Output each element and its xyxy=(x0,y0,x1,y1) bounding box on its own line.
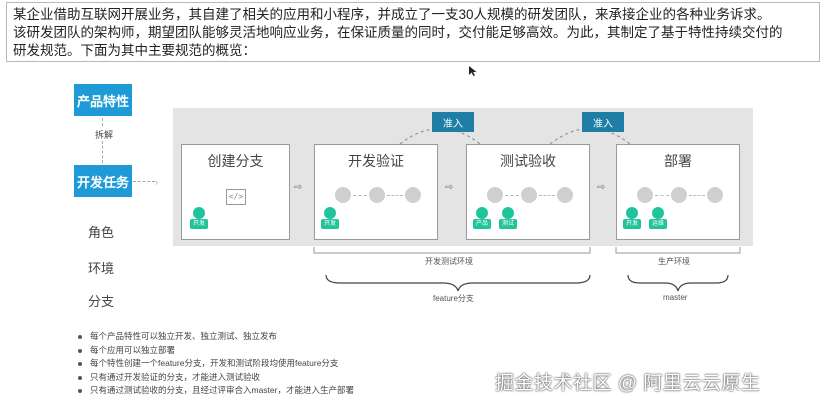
workflow-node xyxy=(671,187,687,203)
role-tag: 开发 xyxy=(623,219,641,229)
list-item: 每个产品特性可以独立开发、独立测试、独立发布 xyxy=(78,330,354,344)
workflow-node xyxy=(487,187,503,203)
workflow-node xyxy=(637,187,653,203)
role-tag: 运维 xyxy=(649,219,667,229)
dev-task-box: 开发任务 xyxy=(74,165,132,197)
row-label-branch: 分支 xyxy=(88,294,115,309)
intro-line: 该研发团队的架构师，期望团队能够灵活地响应业务，在保证质量的同时，交付能足够高效… xyxy=(13,25,783,40)
arrow-right-icon: ⇨ xyxy=(445,182,454,193)
workflow-node xyxy=(521,187,537,203)
intro-line: 研发规范。下面为其中主要规范的概览： xyxy=(13,43,256,58)
list-item: 只有通过开发验证的分支，才能进入测试验收 xyxy=(78,371,354,385)
intro-text: 某企业借助互联网开展业务，其自建了相关的应用和小程序，并成立了一支30人规模的研… xyxy=(6,2,820,62)
phase-title: 创建分支 xyxy=(207,153,264,169)
rules-list: 每个产品特性可以独立开发、独立测试、独立发布 每个应用可以独立部署 每个特性创建… xyxy=(78,330,354,398)
row-label-role: 角色 xyxy=(88,225,115,240)
role-avatar: 运维 xyxy=(649,207,667,233)
list-item: 每个特性创建一个feature分支，开发和测试阶段均使用feature分支 xyxy=(78,357,354,371)
role-avatar: 测试 xyxy=(499,207,517,233)
workflow-node xyxy=(335,187,351,203)
phase-dev-verify: 开发验证 开发 xyxy=(314,144,438,240)
role-tag: 测试 xyxy=(499,219,517,229)
phase-deploy: 部署 开发 运维 xyxy=(616,144,740,240)
phase-title: 开发验证 xyxy=(348,153,404,169)
workflow-node xyxy=(369,187,385,203)
env-prod-label: 生产环境 xyxy=(658,257,690,266)
task-connector xyxy=(133,181,155,182)
env-dev-test-label: 开发测试环境 xyxy=(425,257,473,266)
phase-test-accept: 测试验收 产品 测试 xyxy=(466,144,590,240)
watermark: 掘金技术社区 @ 阿里云云原生 xyxy=(495,373,761,394)
gate-badge: 准入 xyxy=(582,112,624,132)
phase-create-branch: 创建分支 </> 开发 xyxy=(181,144,290,240)
split-label: 拆解 xyxy=(95,130,114,140)
phase-title: 测试验收 xyxy=(500,153,556,169)
role-avatar: 开发 xyxy=(190,207,208,233)
gate-badge: 准入 xyxy=(432,112,474,132)
process-diagram: 产品特性 拆解 开发任务 › 角色 环境 分支 准入 准入 创建分支 </> 开… xyxy=(0,68,830,338)
role-tag: 开发 xyxy=(190,219,208,229)
mouse-cursor-icon xyxy=(469,66,477,79)
row-label-env: 环境 xyxy=(88,261,115,276)
role-avatar: 开发 xyxy=(321,207,339,233)
split-connector xyxy=(102,118,104,126)
list-item: 只有通过测试验收的分支，且经过评审合入master，才能进入生产部署 xyxy=(78,384,354,398)
branch-feature-label: feature分支 xyxy=(433,294,474,303)
chevron-right-icon: › xyxy=(155,177,158,187)
phase-title: 部署 xyxy=(664,153,692,169)
role-avatar: 产品 xyxy=(473,207,491,233)
role-avatar: 开发 xyxy=(623,207,641,233)
split-connector xyxy=(102,141,104,163)
intro-line: 某企业借助互联网开展业务，其自建了相关的应用和小程序，并成立了一支30人规模的研… xyxy=(13,7,771,22)
arrow-right-icon: ⇨ xyxy=(294,182,303,193)
env-brackets xyxy=(313,247,741,254)
branch-master-label: master xyxy=(663,293,688,302)
role-tag: 开发 xyxy=(321,219,339,229)
code-icon: </> xyxy=(226,189,246,205)
product-feature-box: 产品特性 xyxy=(74,84,132,116)
role-tag: 产品 xyxy=(473,219,491,229)
list-item: 每个应用可以独立部署 xyxy=(78,344,354,358)
arrow-right-icon: ⇨ xyxy=(597,182,606,193)
branch-braces xyxy=(325,274,729,292)
workflow-node xyxy=(557,187,573,203)
workflow-node xyxy=(707,187,723,203)
workflow-node xyxy=(405,187,421,203)
